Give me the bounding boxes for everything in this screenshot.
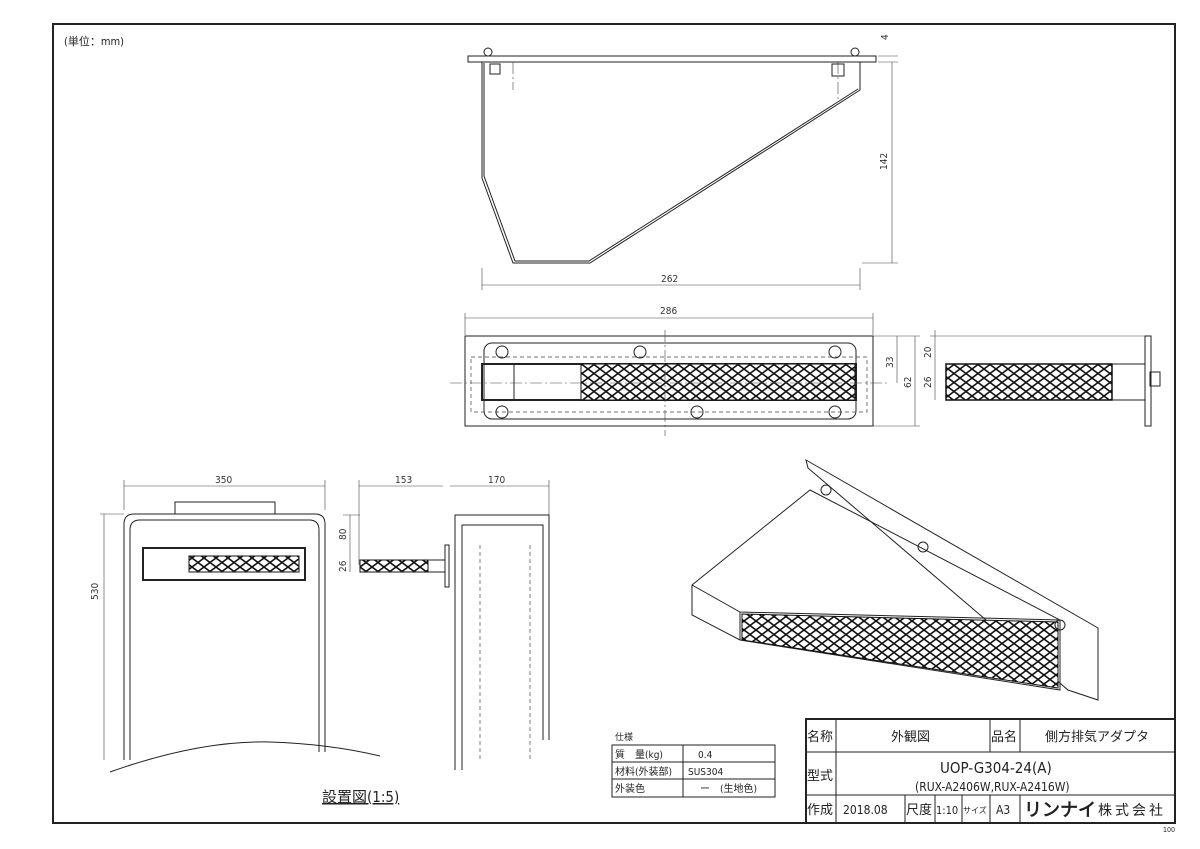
dim-end-opening: 26 xyxy=(923,376,934,388)
spec-label: 材料(外装部) xyxy=(615,765,672,778)
created-label: 作成 xyxy=(807,803,833,818)
spec-label: 外装色 xyxy=(615,782,645,795)
created-value: 2018.08 xyxy=(843,803,888,817)
size-label: サイズ xyxy=(963,805,987,815)
front-view: 286 33 62 xyxy=(450,306,920,436)
dim-side-thickness: 4 xyxy=(880,34,891,40)
install-side-view: 153 170 80 26 xyxy=(338,475,550,770)
spec-value: ー (生地色) xyxy=(700,782,757,795)
company-logo: リンナイ xyxy=(1024,800,1096,821)
spec-label: 質 量(kg) xyxy=(615,748,663,761)
dim-install-height: 530 xyxy=(90,583,101,600)
spec-value: 0.4 xyxy=(698,750,713,761)
company-suffix: 株式会社 xyxy=(1098,803,1166,819)
size-value: A3 xyxy=(996,803,1010,817)
install-front-view: 350 530 設置図(1:5) xyxy=(90,475,399,806)
sheet-number: 100 xyxy=(1163,826,1175,834)
dim-front-height: 62 xyxy=(903,377,914,388)
dim-side-height: 142 xyxy=(879,153,890,170)
name-value: 外観図 xyxy=(891,730,930,745)
unit-note: (単位：mm) xyxy=(64,34,124,48)
model-sub: (RUX-A2406W,RUX-A2416W) xyxy=(915,780,1070,794)
dim-install-depth: 153 xyxy=(395,475,412,486)
dim-install-side: 170 xyxy=(488,475,505,486)
name-label: 名称 xyxy=(807,729,833,745)
dim-side-width: 262 xyxy=(661,274,678,285)
dim-front-upper: 33 xyxy=(885,357,896,368)
title-block: 名称 外観図 品名 側方排気アダプタ 型式 UOP-G304-24(A) (RU… xyxy=(805,718,1176,824)
product-label: 品名 xyxy=(991,729,1017,745)
scale-value: 1:10 xyxy=(936,804,958,817)
spec-title: 仕様 xyxy=(615,731,633,743)
product-value: 側方排気アダプタ xyxy=(1045,729,1149,745)
drawing-frame xyxy=(52,23,1176,824)
spec-value: SUS304 xyxy=(688,767,723,778)
dim-install-opening: 26 xyxy=(338,560,349,572)
install-label: 設置図(1:5) xyxy=(322,788,399,806)
side-view: 4 142 262 xyxy=(467,34,898,290)
spec-table: 仕様 質 量(kg) 0.4 材料(外装部) SUS304 外装色 ー (生地色… xyxy=(611,731,776,798)
end-view: 20 26 xyxy=(923,330,1161,427)
dim-front-width: 286 xyxy=(660,306,677,317)
model-label: 型式 xyxy=(807,769,833,784)
dim-install-offset: 80 xyxy=(338,528,349,540)
isometric-view xyxy=(691,458,1099,701)
dim-end-top: 20 xyxy=(923,346,934,358)
model-value: UOP-G304-24(A) xyxy=(940,759,1052,777)
dim-install-width: 350 xyxy=(215,475,232,486)
scale-label: 尺度 xyxy=(906,802,932,818)
